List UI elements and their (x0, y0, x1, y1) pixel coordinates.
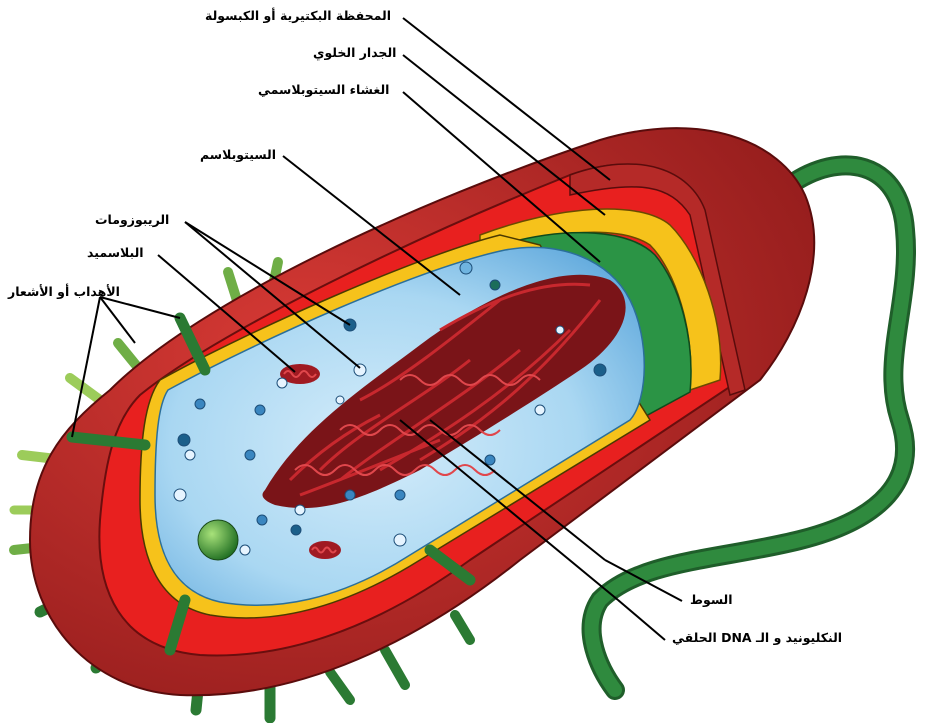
label-cytoplasmic-membrane: الغشاء السيتوبلاسمي (258, 82, 389, 98)
label-flagellum: السوط (690, 592, 733, 608)
label-ribosomes: الريبوزومات (95, 212, 169, 228)
storage-granule (198, 520, 238, 560)
label-plasmid: البلاسميد (87, 245, 144, 261)
plasmid-2 (309, 541, 341, 559)
label-pili: الأهداب أو الأشعار (8, 284, 120, 300)
label-nucleoid-dna: النكليونيد و الـ DNA الحلقي (672, 630, 842, 646)
label-capsule: المحفظة البكتيرية أو الكبسولة (205, 8, 391, 24)
label-cytoplasm: السيتوبلاسم (200, 147, 276, 163)
label-cell-wall: الجدار الخلوي (313, 45, 396, 61)
